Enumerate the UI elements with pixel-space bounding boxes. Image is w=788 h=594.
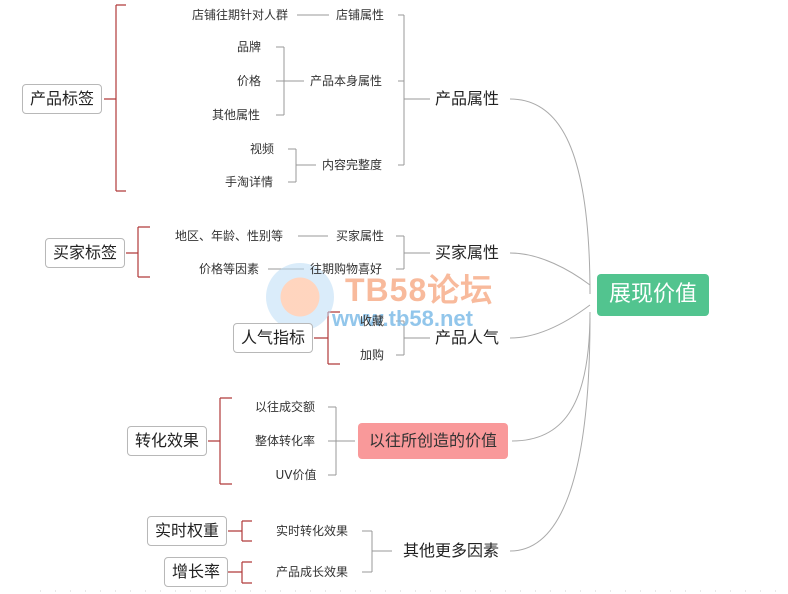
branch-product-attributes[interactable]: 产品属性	[434, 89, 500, 108]
root-link-other	[509, 317, 591, 552]
sub-past-shopping-preference[interactable]: 往期购物喜好	[309, 262, 383, 276]
tag-buyer[interactable]: 买家标签	[44, 238, 126, 268]
root-node[interactable]: 展现价值	[596, 274, 710, 316]
sub-product-own-attributes[interactable]: 产品本身属性	[309, 74, 383, 88]
buyer-tag-bracket	[126, 226, 150, 278]
branch-past-value[interactable]: 以往所创造的价值	[357, 423, 509, 459]
watermark-url: www.tb58.net	[332, 306, 473, 331]
conversion-tag-bracket	[208, 397, 232, 485]
sub-buyer-attributes[interactable]: 买家属性	[335, 229, 385, 243]
tag-conversion[interactable]: 转化效果	[126, 426, 208, 456]
sub-store-attributes[interactable]: 店铺属性	[335, 8, 385, 22]
product-tag-bracket	[104, 4, 126, 192]
leaf-video[interactable]: 视频	[249, 142, 275, 156]
leaf-add-to-cart[interactable]: 加购	[359, 348, 385, 362]
sub-content-completeness[interactable]: 内容完整度	[321, 158, 383, 172]
leaf-overall-conversion-rate[interactable]: 整体转化率	[254, 434, 316, 448]
root-link-product-attr	[509, 98, 591, 295]
tag-product[interactable]: 产品标签	[21, 84, 103, 114]
leaf-realtime-conversion[interactable]: 实时转化效果	[275, 524, 349, 538]
popularity-tag-bracket	[314, 311, 340, 365]
leaf-region-age-gender[interactable]: 地区、年龄、性别等	[174, 229, 284, 243]
leaf-past-transaction-volume[interactable]: 以往成交额	[254, 400, 316, 414]
tag-realtime-weight[interactable]: 实时权重	[146, 516, 228, 546]
growth-tag-bracket	[228, 561, 252, 584]
watermark-hand-icon	[266, 263, 334, 331]
leaf-brand[interactable]: 品牌	[236, 40, 262, 54]
realtime-tag-bracket	[228, 520, 252, 542]
branch-buyer-attributes[interactable]: 买家属性	[434, 243, 500, 262]
branch-other-factors[interactable]: 其他更多因素	[402, 541, 500, 560]
leaf-store-target-audience[interactable]: 店铺往期针对人群	[191, 8, 289, 22]
leaf-product-growth[interactable]: 产品成长效果	[275, 565, 349, 579]
leaf-uv-value[interactable]: UV价值	[275, 468, 317, 482]
tag-popularity[interactable]: 人气指标	[232, 323, 314, 353]
tag-growth-rate[interactable]: 增长率	[163, 557, 229, 587]
root-link-value	[511, 311, 591, 442]
watermark-title: TB58论坛	[345, 272, 494, 308]
branch-product-popularity[interactable]: 产品人气	[434, 328, 500, 347]
leaf-other-attributes[interactable]: 其他属性	[211, 108, 261, 122]
leaf-price[interactable]: 价格	[236, 74, 262, 88]
leaf-price-factors[interactable]: 价格等因素	[198, 262, 260, 276]
root-link-popularity	[509, 304, 591, 339]
root-link-buyer-attr	[509, 252, 591, 286]
leaf-taobao-detail[interactable]: 手淘详情	[224, 175, 274, 189]
leaf-favorites[interactable]: 收藏	[359, 314, 385, 328]
